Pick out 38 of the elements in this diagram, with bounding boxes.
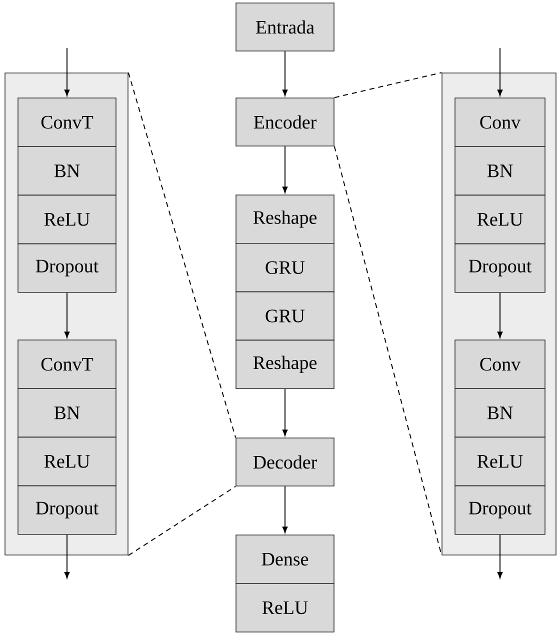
- layer-box: ReLU: [236, 583, 334, 632]
- arrow: [282, 50, 288, 96]
- layer-box: GRU: [236, 291, 334, 341]
- arrow: [64, 534, 70, 578]
- layer-box: Conv: [454, 340, 546, 389]
- dashed-line: [334, 72, 442, 98]
- arrow: [64, 48, 70, 96]
- arrow: [497, 292, 503, 338]
- layer-box: Dropout: [454, 243, 546, 293]
- layer-box: Encoder: [236, 98, 334, 146]
- layer-box: BN: [18, 146, 116, 196]
- layer-box: ConvT: [18, 98, 116, 147]
- layer-box: Dropout: [18, 485, 116, 535]
- layer-box: Dropout: [454, 485, 546, 535]
- layer-box: Dense: [236, 534, 334, 584]
- arrow: [282, 388, 288, 436]
- layer-box: ReLU: [454, 436, 546, 486]
- dashed-line: [128, 486, 236, 556]
- layer-box: ReLU: [18, 194, 116, 244]
- layer-box: ReLU: [18, 436, 116, 486]
- layer-box: Reshape: [236, 340, 334, 389]
- layer-box: Reshape: [236, 194, 334, 244]
- layer-box: Conv: [454, 98, 546, 147]
- arrow: [497, 534, 503, 578]
- layer-box: ReLU: [454, 194, 546, 244]
- layer-box: BN: [454, 146, 546, 196]
- arrow: [282, 486, 288, 534]
- arrow: [282, 146, 288, 194]
- arrow: [64, 292, 70, 338]
- layer-box: GRU: [236, 243, 334, 292]
- arrow: [497, 48, 503, 96]
- layer-box: BN: [18, 388, 116, 438]
- layer-box: Dropout: [18, 243, 116, 293]
- layer-box: Entrada: [236, 2, 334, 52]
- layer-box: ConvT: [18, 340, 116, 389]
- dashed-line: [128, 72, 236, 438]
- layer-box: Decoder: [236, 438, 334, 486]
- layer-box: BN: [454, 388, 546, 438]
